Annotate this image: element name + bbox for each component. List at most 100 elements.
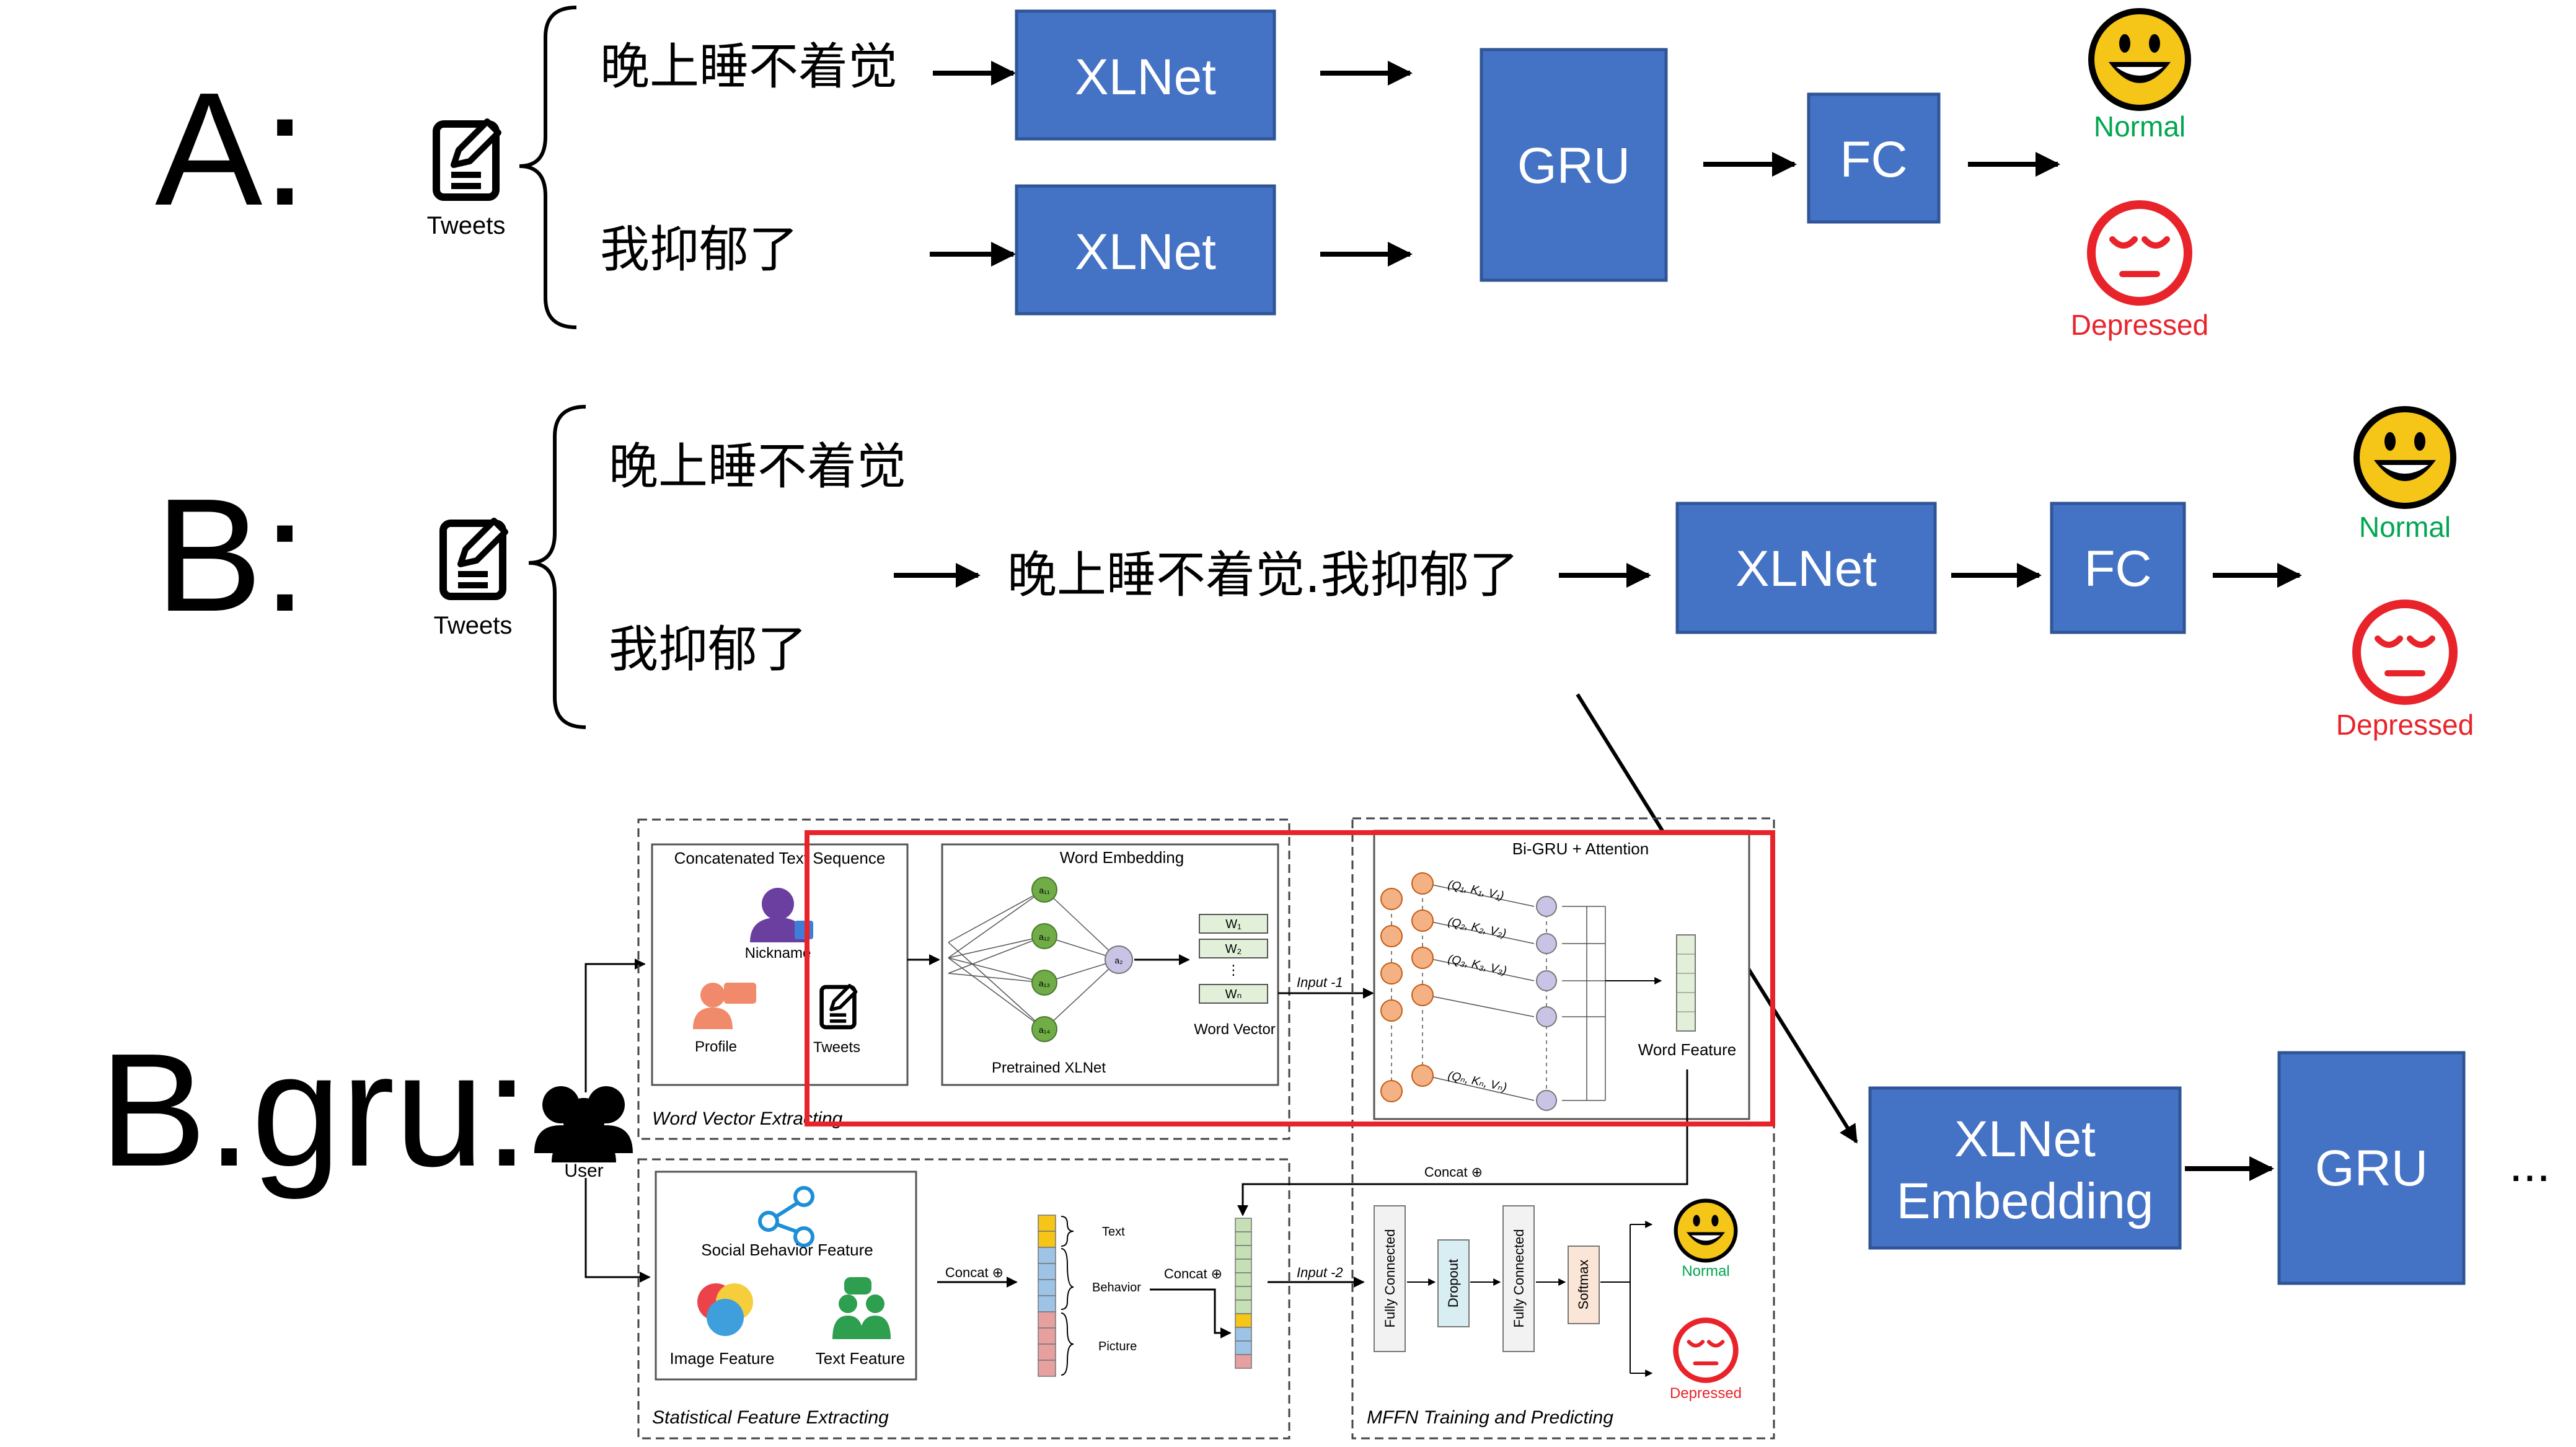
gru-box [1480, 48, 1668, 282]
social-behavior-label: Social Behavior Feature [701, 1241, 873, 1259]
depressed-label: Depressed [2336, 709, 2474, 741]
section-bgru-label: B.gru: [99, 1020, 529, 1201]
node-label: a₁₃ [1039, 978, 1050, 988]
ellipsis: ... [2509, 1136, 2551, 1192]
section-b-label: B: [155, 466, 307, 645]
node-label: a₂ [1114, 955, 1123, 965]
dropout-layer [1437, 1239, 1470, 1327]
connector [584, 1178, 651, 1283]
xlnet-box [1675, 502, 1937, 634]
fc-label: FC [2084, 541, 2151, 597]
tweets-icon [436, 122, 498, 197]
behavior-label: Behavior [1092, 1281, 1141, 1294]
concat-right-label: Concat ⊕ [1164, 1266, 1222, 1281]
share-icon [758, 1186, 814, 1247]
pretrained-xlnet-label: Pretrained XLNet [992, 1060, 1106, 1076]
word-embedding-label: Word Embedding [1060, 848, 1184, 867]
xlnet-label: XLNet [1075, 224, 1216, 280]
fc-box [2050, 502, 2186, 634]
tweet-text: 我抑郁了 [600, 221, 798, 278]
normal-label: Normal [1682, 1263, 1729, 1280]
bracket [1061, 1216, 1074, 1376]
tweets-label: Tweets [427, 212, 506, 239]
xlnet-embedding-box [1868, 1086, 2182, 1250]
depressed-label: Depressed [2071, 309, 2208, 341]
normal-label: Normal [2359, 511, 2451, 543]
dropout-label: Dropout [1445, 1259, 1461, 1308]
fully-connected-layer [1374, 1205, 1406, 1352]
fc-box [1807, 92, 1941, 224]
image-feature-label: Image Feature [669, 1349, 774, 1368]
brace [519, 6, 577, 329]
user-label: User [564, 1161, 603, 1181]
word-feature-label: Word Feature [1638, 1040, 1736, 1059]
connector [584, 958, 646, 1092]
tweets-small-label: Tweets [813, 1039, 860, 1056]
softmax-layer [1568, 1246, 1600, 1324]
word-vector-item: W₁ [1225, 918, 1242, 931]
normal-label: Normal [2094, 110, 2186, 143]
sad-face-icon [2091, 205, 2188, 301]
word-vector-item: W₂ [1225, 942, 1242, 956]
gru-box [2277, 1051, 2466, 1285]
happy-face-icon [1676, 1201, 1736, 1261]
bigru-label: Bi-GRU + Attention [1512, 839, 1649, 858]
concat-top-label: Concat ⊕ [1424, 1164, 1483, 1180]
tweet-text: 晚上睡不着觉 [600, 38, 898, 95]
xlnet-embedding-label: Embedding [1897, 1173, 2154, 1229]
text-feature-icon [832, 1277, 891, 1339]
word-vectors [1199, 914, 1268, 1004]
node-label: a₁₁ [1039, 885, 1050, 895]
concat-text-seq-label: Concatenated Text Sequence [674, 849, 886, 867]
concatenated-text: 晚上睡不着觉.我抑郁了 [1007, 546, 1519, 604]
word-vector-label: Word Vector [1194, 1021, 1276, 1038]
xlnet-network [948, 877, 1133, 1042]
word-vector-item: ⋮ [1227, 962, 1240, 978]
section-b: B: Tweets 晚上睡不着觉 我抑郁了 晚上睡不着觉.我抑郁了 XLNet … [155, 405, 2474, 1144]
fc-label: FC [1840, 131, 1907, 188]
concat-text-seq-box [651, 843, 909, 1086]
social-behavior-box [655, 1170, 917, 1381]
section-a-label: A: [155, 60, 307, 239]
xlnet-box [1015, 184, 1276, 316]
tweets-label: Tweets [434, 612, 513, 639]
sad-face-icon [2357, 604, 2453, 701]
text-feature-label: Text Feature [816, 1349, 906, 1368]
nickname-label: Nickname [745, 945, 811, 962]
picture-label: Picture [1098, 1340, 1137, 1353]
concat-vector [1038, 1215, 1056, 1377]
word-vector-item: Wₙ [1225, 988, 1242, 1001]
happy-face-icon [2091, 11, 2188, 108]
image-feature-icon [697, 1283, 753, 1336]
fully-connected-label: Fully Connected [1511, 1229, 1527, 1328]
user-icon [534, 1086, 633, 1162]
node-label: a₁₄ [1039, 1025, 1051, 1035]
tweet-text: 晚上睡不着觉 [609, 438, 906, 495]
highlight-box [805, 830, 1775, 1126]
nickname-icon [750, 888, 813, 942]
connector [1150, 1288, 1232, 1339]
bigru-network [1380, 872, 1696, 1111]
statistical-feature-label: Statistical Feature Extracting [652, 1407, 889, 1428]
gru-label: GRU [1517, 138, 1630, 194]
xlnet-label: XLNet [1736, 541, 1877, 597]
mffn-box [1351, 817, 1775, 1440]
tweet-text: 我抑郁了 [609, 621, 807, 678]
xlnet-embedding-label: XLNet [1954, 1111, 2096, 1167]
brace [528, 405, 586, 729]
input-1-label: Input -1 [1297, 975, 1343, 990]
text-label: Text [1102, 1225, 1125, 1239]
node-label: a₁₂ [1039, 932, 1050, 942]
profile-icon [693, 983, 756, 1029]
final-vector [1235, 1218, 1252, 1369]
xlnet-box [1015, 9, 1276, 141]
statistical-feature-box [637, 1158, 1290, 1440]
concat-mid-label: Concat ⊕ [945, 1265, 1003, 1280]
profile-label: Profile [695, 1038, 737, 1055]
fully-connected-label: Fully Connected [1382, 1229, 1398, 1328]
happy-face-icon [2357, 409, 2453, 506]
gru-label: GRU [2315, 1140, 2428, 1197]
section-a: A: Tweets 晚上睡不着觉 我抑郁了 XLNet XLNet GRU FC… [155, 6, 2208, 341]
depressed-label: Depressed [1670, 1385, 1742, 1402]
